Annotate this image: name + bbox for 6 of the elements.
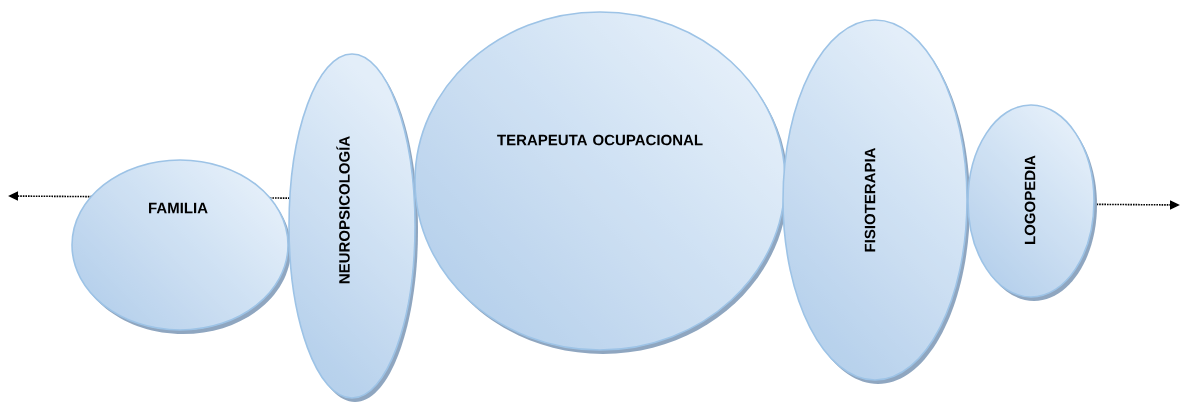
node-label: TERAPEUTA OCUPACIONAL	[497, 134, 703, 146]
node-label: NEUROPSICOLOGÍA	[336, 136, 350, 284]
ellipse	[967, 104, 1097, 301]
node-label: FISIOTERAPIA	[864, 147, 876, 252]
node-label: FAMILIA	[149, 202, 208, 214]
node-label: LOGOPEDIA	[1024, 155, 1036, 244]
